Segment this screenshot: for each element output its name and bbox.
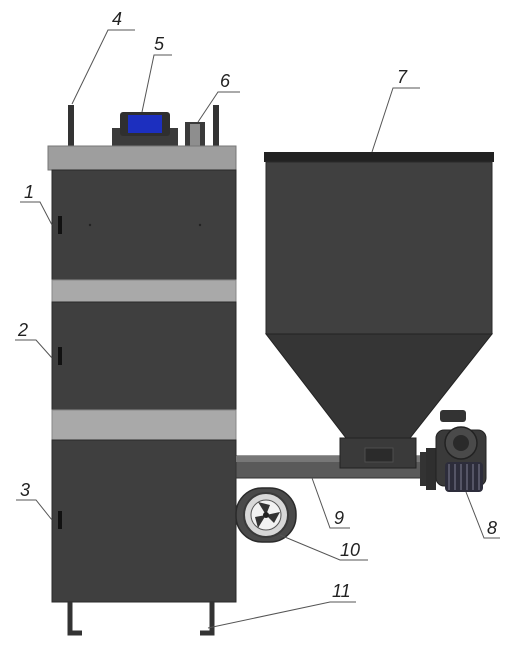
leader-3 (16, 499, 53, 521)
separator-band-1 (51, 279, 237, 303)
leader-7 (371, 87, 420, 153)
feed-auger (235, 437, 436, 490)
leader-9 (311, 477, 350, 529)
controller-screen (128, 115, 162, 133)
controller-unit (112, 112, 178, 148)
callout-1: 1 (24, 182, 34, 202)
flue-outlet (185, 122, 205, 148)
side-rod-left (68, 105, 74, 150)
auger-motor (435, 410, 487, 492)
callout-4: 4 (112, 9, 122, 29)
fan-unit (235, 487, 297, 543)
callout-10: 10 (340, 540, 360, 560)
leader-8 (465, 491, 500, 539)
callout-9: 9 (334, 508, 344, 528)
lower-door-handle (58, 511, 62, 529)
middle-door (51, 301, 237, 411)
upper-door (51, 169, 237, 281)
leg-left (67, 602, 82, 636)
callout-3: 3 (20, 480, 30, 500)
lower-door (51, 439, 237, 603)
leader-5 (141, 54, 172, 113)
callout-7: 7 (397, 67, 408, 87)
leader-6 (197, 91, 240, 123)
leader-10 (279, 534, 368, 561)
boiler-top-cap (47, 145, 237, 171)
leader-11 (207, 601, 356, 629)
upper-door-handle (58, 216, 62, 234)
callout-5: 5 (154, 34, 165, 54)
leg-right (200, 602, 215, 636)
callout-11: 11 (332, 581, 351, 601)
separator-band-2 (51, 409, 237, 441)
leader-2 (15, 339, 53, 359)
auger-inlet-box (339, 437, 417, 469)
middle-door-handle (58, 347, 62, 365)
side-rod-right (213, 105, 219, 150)
callout-6: 6 (220, 71, 231, 91)
callout-8: 8 (487, 518, 497, 538)
leader-4 (71, 29, 135, 105)
callout-2: 2 (17, 320, 28, 340)
leader-1 (20, 201, 53, 226)
fuel-hopper (264, 152, 494, 444)
